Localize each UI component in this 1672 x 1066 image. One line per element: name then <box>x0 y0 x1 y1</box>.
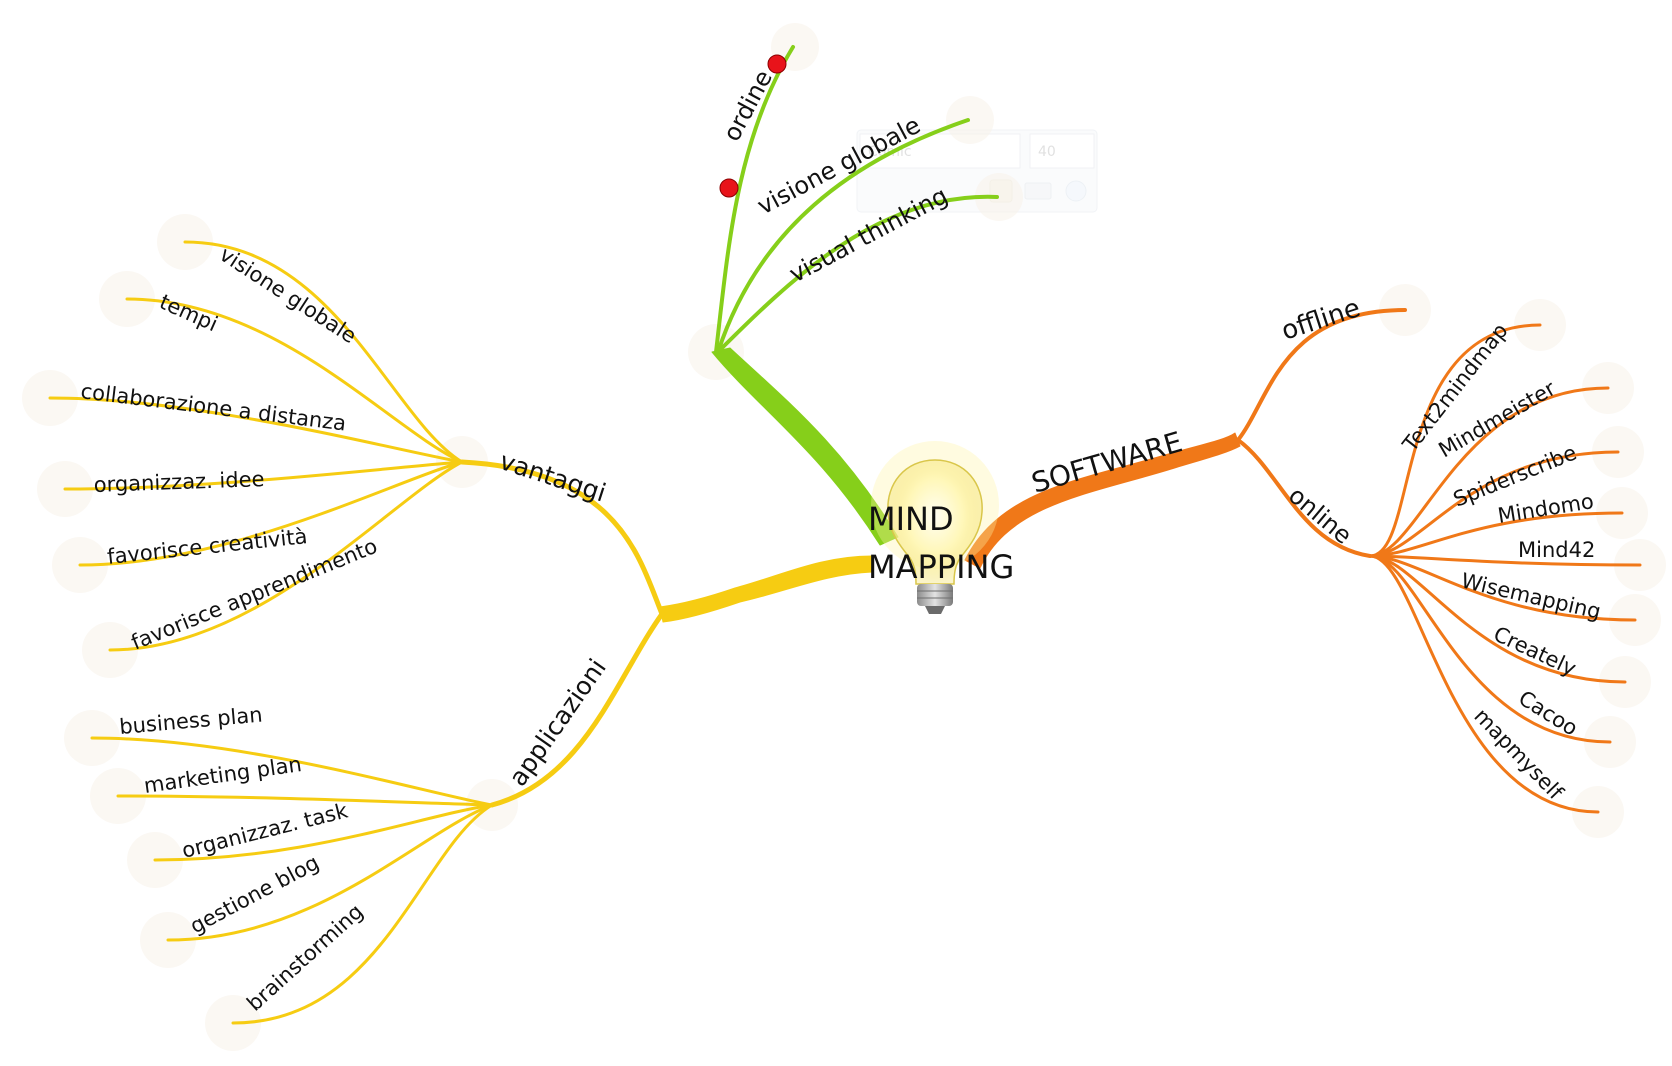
node-mind42[interactable]: Mind42 <box>1518 538 1595 562</box>
center-title-line1[interactable]: MIND <box>868 500 954 538</box>
yellow-applicazioni-line-1 <box>118 796 492 805</box>
node-cacoo[interactable]: Cacoo <box>1514 686 1582 741</box>
yellow-trunk <box>660 556 872 622</box>
node-creately[interactable]: Creately <box>1490 622 1580 681</box>
node-applicazioni-item-4[interactable]: brainstorming <box>242 899 367 1015</box>
marker-dot <box>720 179 738 197</box>
mail-icon[interactable] <box>1025 183 1051 199</box>
node-software[interactable]: SOFTWARE <box>1028 425 1186 499</box>
node-vantaggi[interactable]: vantaggi <box>496 446 609 508</box>
node-offline[interactable]: offline <box>1278 293 1364 346</box>
node-vantaggi-item-3[interactable]: organizzaz. idee <box>93 467 264 497</box>
node-wisemapping[interactable]: Wisemapping <box>1459 568 1603 623</box>
node-applicazioni-item-1[interactable]: marketing plan <box>142 752 303 798</box>
globe-icon[interactable] <box>1066 181 1086 201</box>
node-vantaggi-item-0[interactable]: visione globale <box>215 242 360 348</box>
node-applicazioni-item-3[interactable]: gestione blog <box>186 850 323 938</box>
orange-line-4 <box>1370 556 1640 565</box>
marker-dot <box>768 55 786 73</box>
yellow-vantaggi-line-1 <box>127 299 462 462</box>
node-applicazioni-item-0[interactable]: business plan <box>118 703 263 739</box>
node-vantaggi-item-2[interactable]: collaborazione a distanza <box>79 379 347 435</box>
size-select[interactable]: 40 <box>1038 144 1056 160</box>
green-line-visual-thinking <box>718 197 997 352</box>
node-online[interactable]: online <box>1283 481 1357 550</box>
center-title-line2[interactable]: MAPPING <box>868 548 1014 586</box>
node-mindomo[interactable]: Mindomo <box>1496 489 1595 528</box>
node-ordine[interactable]: ordine <box>718 66 778 146</box>
node-vantaggi-item-1[interactable]: tempi <box>156 290 221 337</box>
node-vantaggi-item-4[interactable]: favorisce creatività <box>106 524 308 569</box>
